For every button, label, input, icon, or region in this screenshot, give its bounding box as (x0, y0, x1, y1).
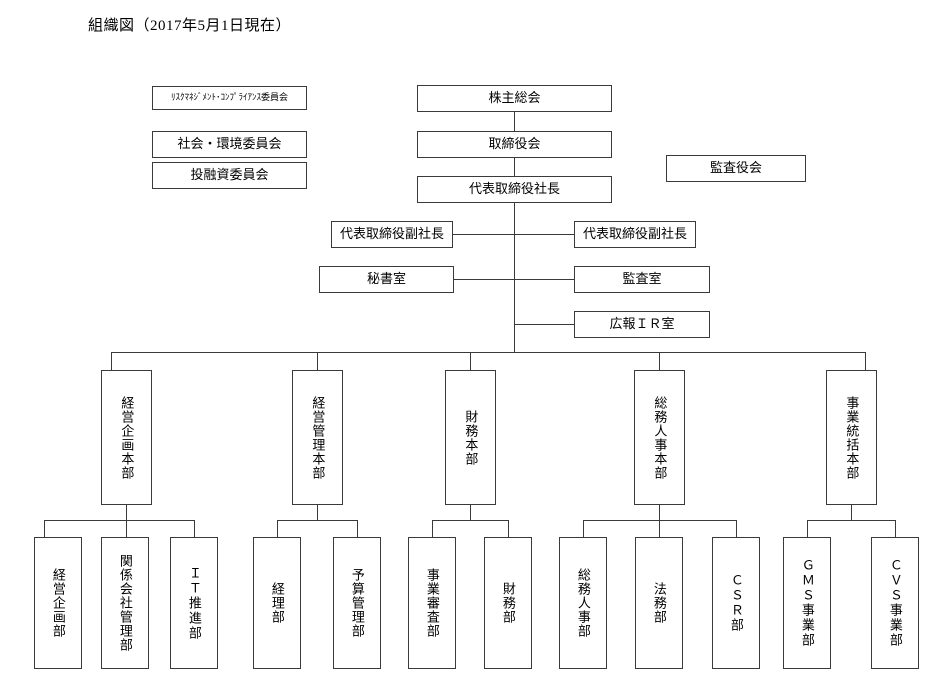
department-box-business-examination-dept[interactable]: 事業審査部 (408, 537, 456, 669)
department-box-csr-dept[interactable]: ＣＳＲ部 (712, 537, 760, 669)
division-box-finance-hq[interactable]: 財務本部 (445, 370, 496, 505)
committee-box-investment-finance[interactable]: 投融資委員会 (152, 162, 307, 189)
executive-box-vice-president-left[interactable]: 代表取締役副社長 (331, 221, 453, 248)
department-box-cvs-business-dept[interactable]: ＣＶＳ事業部 (871, 537, 919, 669)
connector-bus-to-general-affairs-hr-dept (583, 520, 584, 537)
connector-bus-to-accounting-dept (277, 520, 278, 537)
division-box-general-affairs-hr-hq[interactable]: 総務人事本部 (634, 370, 685, 505)
connector-main-trunk (514, 203, 515, 352)
department-box-corporate-planning-dept[interactable]: 経営企画部 (34, 537, 82, 669)
connector-bus-to-it-promotion-dept (194, 520, 195, 537)
executive-box-pr-ir-office[interactable]: 広報ＩＲ室 (574, 311, 710, 338)
connector-trunk-to-vp-right (514, 234, 574, 235)
connector-bus-to-business-examination-dept (432, 520, 433, 537)
connector-bus-to-business-management-hq (865, 352, 866, 370)
connector-bus-to-affiliated-companies-dept (126, 520, 127, 537)
department-box-legal-dept[interactable]: 法務部 (635, 537, 683, 669)
connector-bus-to-budget-management-dept (357, 520, 358, 537)
connector-bus-to-legal-dept (659, 520, 660, 537)
connector-bus-to-corporate-planning-dept (44, 520, 45, 537)
division-bus-line (111, 352, 865, 353)
connector-trunk-to-pr-ir-office (514, 324, 574, 325)
department-box-finance-dept[interactable]: 財務部 (484, 537, 532, 669)
department-box-budget-management-dept[interactable]: 予算管理部 (333, 537, 381, 669)
connector-bus-to-finance-hq (470, 352, 471, 370)
connector-trunk-to-audit-office (514, 279, 574, 280)
division-box-corporate-planning-hq[interactable]: 経営企画本部 (101, 370, 152, 505)
executive-box-audit-office[interactable]: 監査室 (574, 266, 710, 293)
connector-bus-to-csr-dept (736, 520, 737, 537)
connector-finance-hq-down (470, 505, 471, 520)
connector-vp-left-to-trunk (453, 234, 514, 235)
department-box-general-affairs-hr-dept[interactable]: 総務人事部 (559, 537, 607, 669)
connector-bus-to-general-affairs-hr-hq (659, 352, 660, 370)
connector-bus-to-gms-business-dept (807, 520, 808, 537)
department-bus-corporate-planning (44, 520, 194, 521)
connector-corporate-management-hq-down (317, 505, 318, 520)
department-box-affiliated-companies-management-dept[interactable]: 関係会社管理部 (101, 537, 149, 669)
department-box-it-promotion-dept[interactable]: ＩＴ推進部 (170, 537, 218, 669)
connector-board-to-president (514, 158, 515, 176)
committee-box-social-environment[interactable]: 社会・環境委員会 (152, 131, 307, 158)
governance-box-audit-supervisory-board[interactable]: 監査役会 (666, 155, 806, 182)
connector-secretariat-to-trunk (454, 279, 514, 280)
connector-bus-to-corporate-planning-hq (111, 352, 112, 370)
department-box-gms-business-dept[interactable]: ＧＭＳ事業部 (783, 537, 831, 669)
committee-box-risk-compliance[interactable]: ﾘｽｸﾏﾈｼﾞﾒﾝﾄ･ｺﾝﾌﾟﾗｲｱﾝｽ委員会 (152, 86, 307, 110)
department-bus-finance (432, 520, 508, 521)
executive-box-vice-president-right[interactable]: 代表取締役副社長 (574, 221, 696, 248)
governance-box-shareholders-meeting[interactable]: 株主総会 (417, 85, 612, 112)
connector-business-management-hq-down (851, 505, 852, 520)
page-title: 組織図（2017年5月1日現在） (88, 18, 292, 34)
connector-general-affairs-hr-hq-down (659, 505, 660, 520)
department-bus-corporate-management (277, 520, 357, 521)
governance-box-president-ceo[interactable]: 代表取締役社長 (417, 176, 612, 203)
connector-bus-to-corporate-management-hq (317, 352, 318, 370)
connector-shareholders-to-board (514, 112, 515, 131)
connector-corporate-planning-hq-down (126, 505, 127, 520)
division-box-business-management-hq[interactable]: 事業統括本部 (826, 370, 877, 505)
connector-bus-to-cvs-business-dept (895, 520, 896, 537)
department-box-accounting-dept[interactable]: 経理部 (253, 537, 301, 669)
department-bus-business-management (807, 520, 895, 521)
executive-box-secretariat-office[interactable]: 秘書室 (319, 266, 454, 293)
division-box-corporate-management-hq[interactable]: 経営管理本部 (292, 370, 343, 505)
governance-box-board-of-directors[interactable]: 取締役会 (417, 131, 612, 158)
connector-bus-to-finance-dept (508, 520, 509, 537)
